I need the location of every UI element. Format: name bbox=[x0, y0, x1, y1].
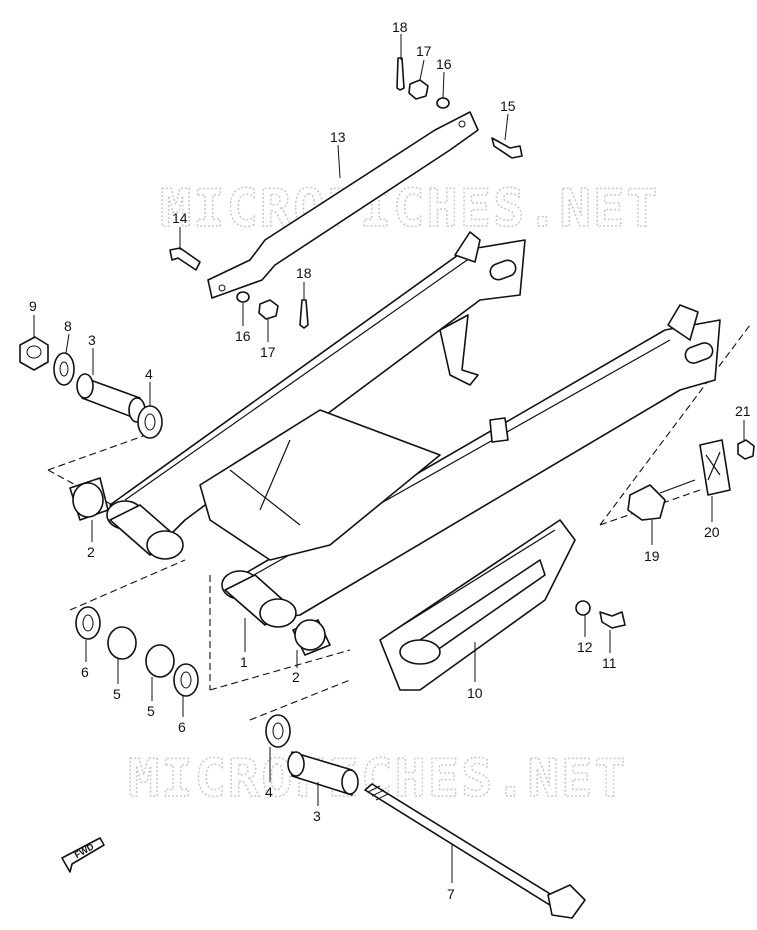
torque-link bbox=[207, 111, 479, 299]
callout-17-mid: 17 bbox=[260, 344, 276, 360]
callout-8: 8 bbox=[64, 318, 72, 334]
callout-19: 19 bbox=[644, 548, 660, 564]
callout-13: 13 bbox=[330, 129, 346, 145]
callout-6-left: 6 bbox=[81, 664, 89, 680]
callout-3-top: 3 bbox=[88, 332, 96, 348]
callout-6-right: 6 bbox=[178, 719, 186, 735]
callout-2-right: 2 bbox=[292, 669, 300, 685]
leader-lines bbox=[33, 34, 745, 883]
callout-1: 1 bbox=[240, 654, 248, 670]
callout-10: 10 bbox=[467, 685, 483, 701]
callout-20: 20 bbox=[704, 524, 720, 540]
callout-3-bottom: 3 bbox=[313, 808, 321, 824]
callout-18-top: 18 bbox=[392, 19, 408, 35]
callout-21: 21 bbox=[735, 403, 751, 419]
hardware bbox=[19, 57, 755, 919]
callout-17-top: 17 bbox=[416, 43, 432, 59]
callout-12: 12 bbox=[577, 639, 593, 655]
callout-16-mid: 16 bbox=[235, 328, 251, 344]
callout-14: 14 bbox=[172, 210, 188, 226]
callout-5-right: 5 bbox=[147, 703, 155, 719]
chain-case bbox=[379, 519, 576, 691]
callout-4-bottom: 4 bbox=[265, 784, 273, 800]
watermark-top: MICROFICHES.NET bbox=[160, 179, 660, 239]
callout-15: 15 bbox=[500, 98, 516, 114]
callout-labels: 18 17 16 15 13 14 18 16 17 9 8 3 4 2 1 2… bbox=[29, 19, 751, 902]
swingarm bbox=[106, 231, 721, 628]
watermark-bottom: MICROFICHES.NET bbox=[128, 749, 628, 809]
callout-5-left: 5 bbox=[113, 686, 121, 702]
callout-11: 11 bbox=[602, 655, 617, 671]
fwd-arrow: FWD bbox=[61, 837, 105, 873]
callout-9: 9 bbox=[29, 298, 37, 314]
callout-7: 7 bbox=[447, 886, 455, 902]
alignment-lines bbox=[47, 324, 751, 721]
callout-4-top: 4 bbox=[145, 366, 153, 382]
callout-18-mid: 18 bbox=[296, 265, 312, 281]
callout-16-top: 16 bbox=[436, 56, 452, 72]
callout-2-left: 2 bbox=[87, 544, 95, 560]
